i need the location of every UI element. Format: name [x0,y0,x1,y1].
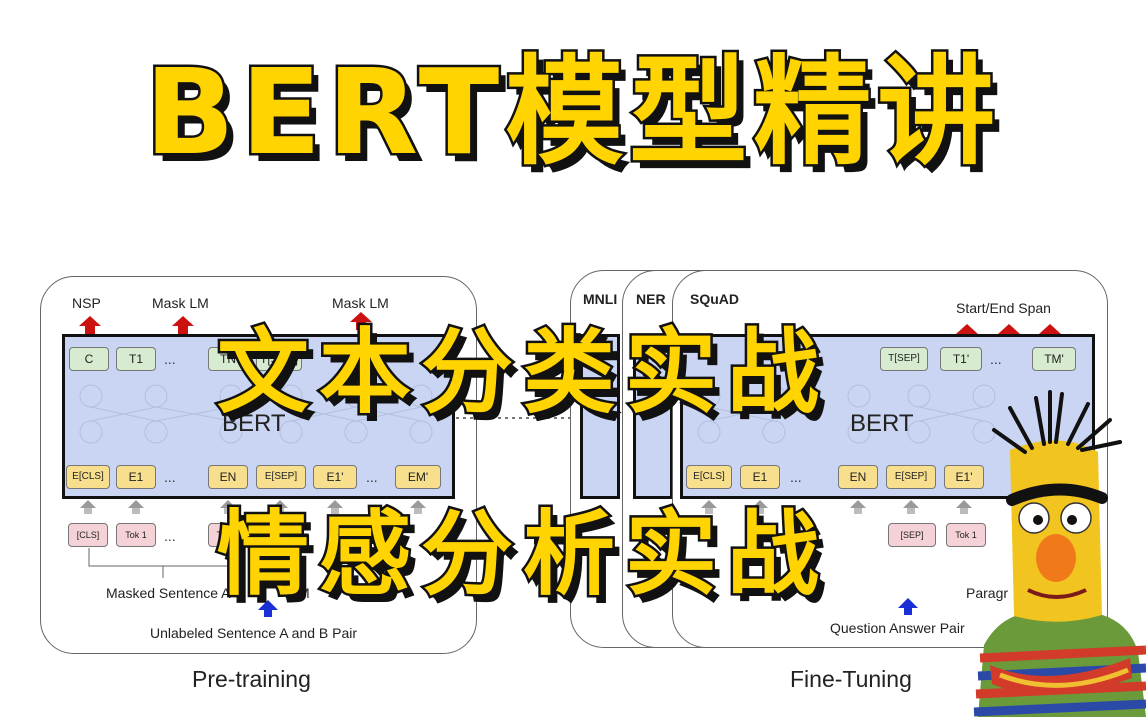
ft-output-tsep: T[SEP] [880,347,928,371]
pretraining-caption: Pre-training [192,666,311,692]
ft-output-tm-prime: TM' [1032,347,1076,371]
main-title: BERT模型精讲 [142,41,1002,184]
head-nsp: NSP [72,295,101,311]
output-token-tn: TN [208,347,248,371]
embedding-ellipsis-2: ... [366,469,378,485]
input-token-tokn: Tok N [208,523,248,547]
input-token-cls: [CLS] [68,523,108,547]
subtitle-sentiment-analysis: 情感分析实战 [214,499,829,611]
finetuning-caption: Fine-Tuning [790,666,912,692]
task-mnli: MNLI [583,291,618,307]
sentence-brace [88,548,238,578]
bert-mascot-icon [973,390,1146,717]
output-token-tsep: T[SEP] [256,347,302,371]
ft-input-token-sep: [SEP] [888,523,936,547]
output-token-c: C [69,347,109,371]
start-end-span-label: Start/End Span [956,300,1051,316]
input-ellipsis: ... [164,528,176,544]
task-squad: SQuAD [690,291,739,307]
finetuning-bert-label: BERT [850,410,914,437]
paragraph-label: Paragr [966,585,1009,601]
question-answer-pair-label: Question Answer Pair [830,620,965,636]
output-ellipsis: ... [164,351,176,367]
task-ner: NER [636,291,666,307]
output-token-t1: T1 [116,347,156,371]
ft-output-t1-prime: T1' [940,347,982,371]
head-mask-lm-1: Mask LM [152,295,209,311]
masked-sentence-a: Masked Sentence A [106,585,231,601]
masked-sentence-b: M [298,585,310,601]
ft-embedding-ecls: E[CLS] [686,465,732,489]
ft-input-token-tok1: Tok 1 [946,523,986,547]
ner-bert-block [633,334,673,499]
ft-embedding-e1: E1 [740,465,780,489]
ft-embedding-ellipsis: ... [790,469,802,485]
subtitle-text-classification: 文本分类实战 [214,317,829,429]
pretraining-bert-label: BERT [222,410,286,437]
unlabeled-pair-label: Unlabeled Sentence A and B Pair [150,625,358,641]
input-token-tok1: Tok 1 [116,523,156,547]
embedding-e1: E1 [116,465,156,489]
finetuning-hidden-layers [697,384,996,444]
ft-output-ellipsis: ... [990,351,1002,367]
embedding-esep: E[SEP] [256,465,306,489]
ft-embedding-e1-prime: E1' [944,465,984,489]
ft-embedding-en: EN [838,465,878,489]
input-token-sep: [SEP] [258,523,304,547]
embedding-ecls: E[CLS] [66,465,110,489]
embedding-ellipsis: ... [164,469,176,485]
head-mask-lm-2: Mask LM [332,295,389,311]
embedding-e1-prime: E1' [313,465,357,489]
pretraining-hidden-layers [79,384,433,444]
mnli-bert-block [580,334,620,499]
embedding-em-prime: EM' [395,465,441,489]
embedding-en: EN [208,465,248,489]
ft-embedding-esep: E[SEP] [886,465,936,489]
